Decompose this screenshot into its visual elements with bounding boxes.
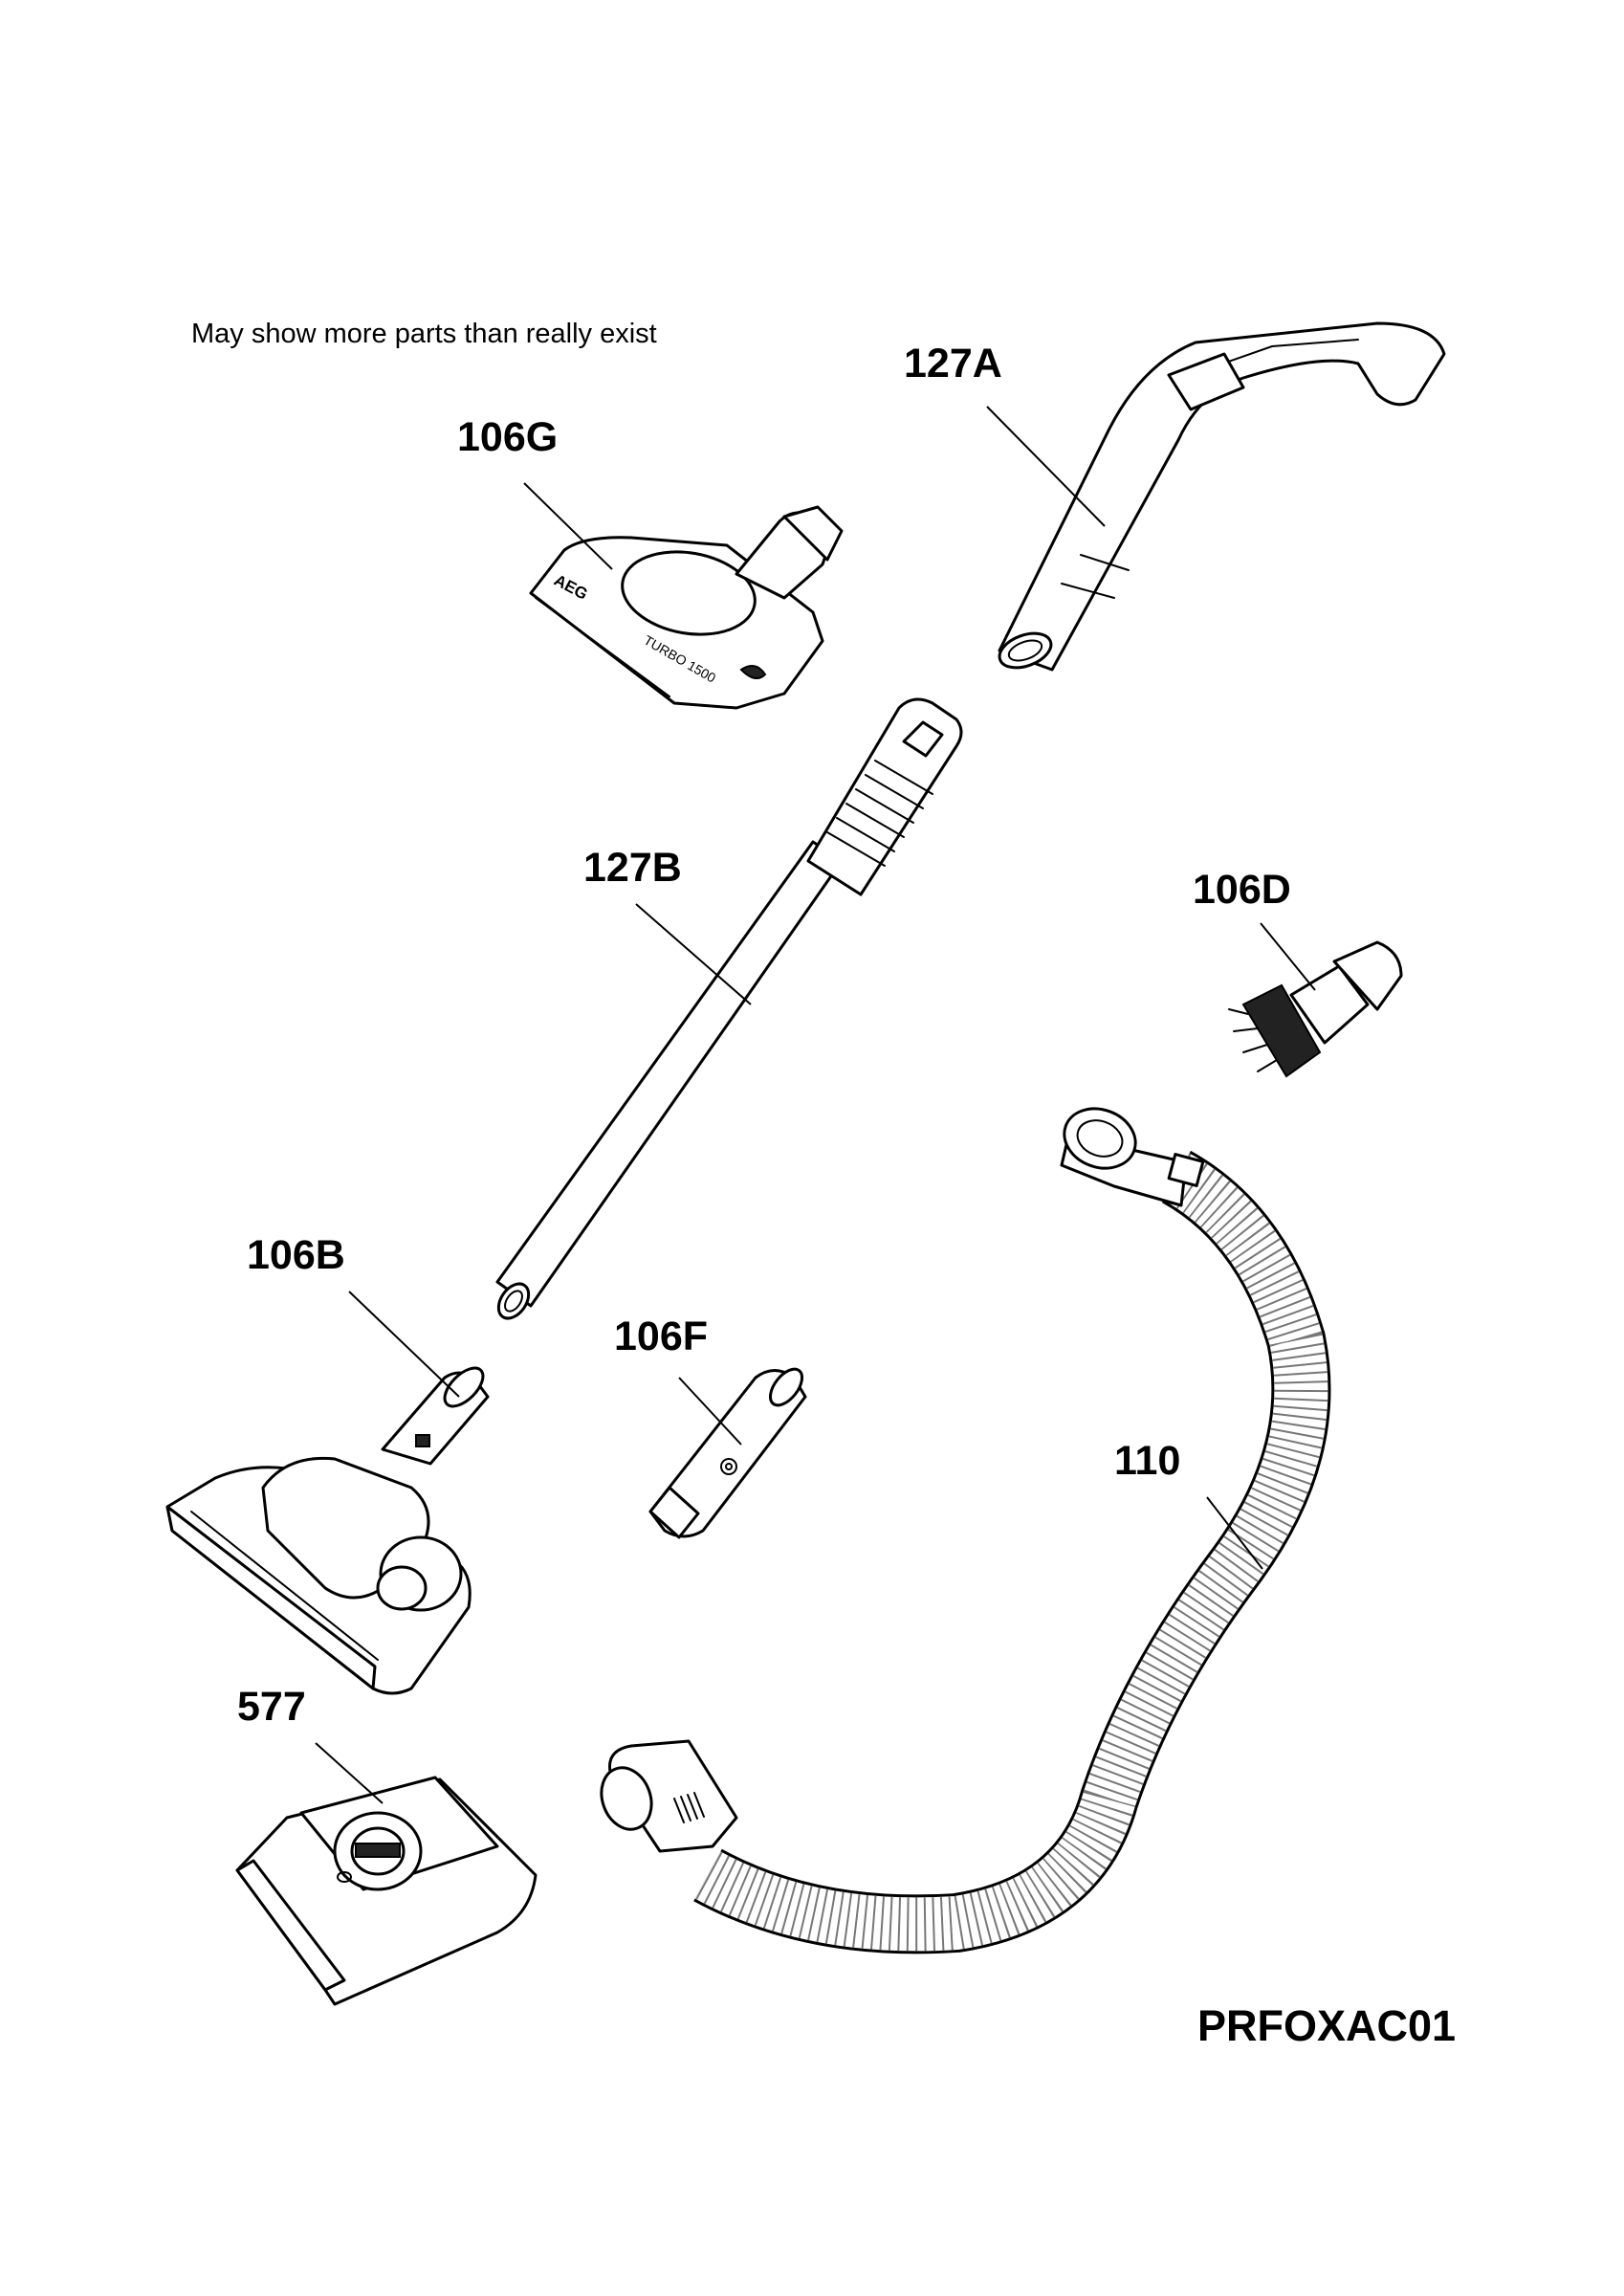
part-106D-dusting-brush[interactable]	[1228, 940, 1403, 1078]
leader-106F	[678, 1377, 742, 1446]
part-106F-crevice-tool[interactable]	[648, 1363, 808, 1539]
label-106D: 106D	[1193, 867, 1291, 913]
label-106B: 106B	[247, 1232, 345, 1278]
part-106G-turbo-brush[interactable]: AEG TURBO 1500	[529, 505, 844, 710]
leader-127B	[635, 903, 752, 1005]
leader-106B	[348, 1291, 460, 1398]
label-127B: 127B	[583, 845, 682, 891]
leader-127A	[986, 406, 1106, 527]
leader-577	[315, 1742, 384, 1804]
label-127A: 127A	[904, 341, 1002, 386]
label-577: 577	[237, 1684, 306, 1730]
drawing-code: PRFOXAC01	[1197, 2001, 1457, 2050]
part-577-dust-bag[interactable]	[235, 1776, 538, 2006]
part-127A-handle[interactable]	[995, 321, 1446, 674]
label-106G: 106G	[457, 414, 559, 460]
part-106B-floor-nozzle[interactable]	[165, 1361, 490, 1695]
leader-106D	[1260, 922, 1316, 991]
disclaimer-note: May show more parts than really exist	[191, 319, 657, 349]
label-106F: 106F	[614, 1314, 709, 1359]
part-110-hose[interactable]	[593, 1099, 1331, 1954]
leader-110	[1206, 1496, 1263, 1570]
leader-106G	[523, 482, 613, 570]
part-127B-telescopic-tube[interactable]	[493, 697, 963, 1324]
label-110: 110	[1114, 1438, 1181, 1484]
